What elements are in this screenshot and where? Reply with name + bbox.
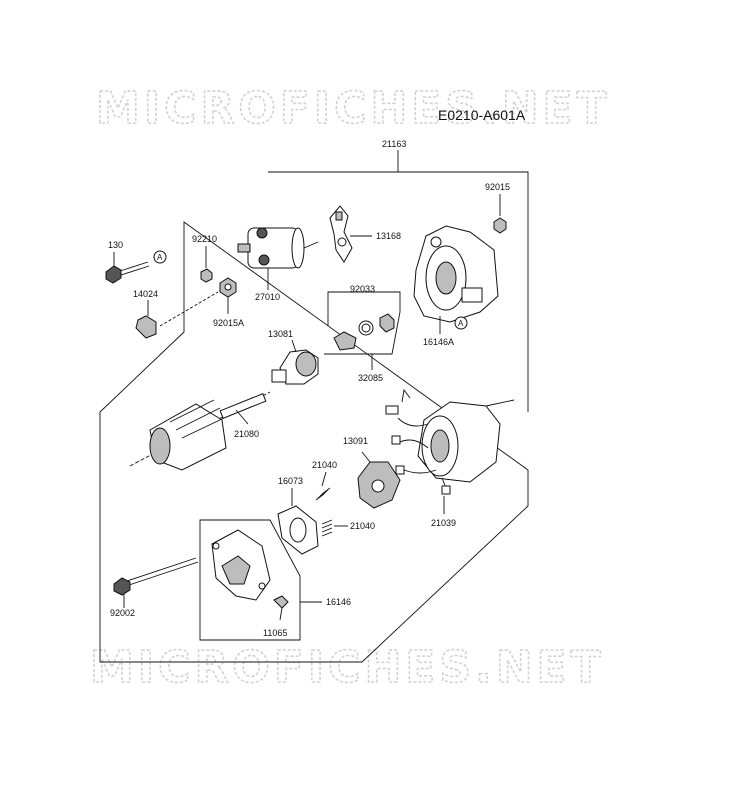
part-label-32085: 32085 xyxy=(358,373,383,383)
part-label-16146A: 16146A xyxy=(423,337,454,347)
part-label-27010: 27010 xyxy=(255,292,280,302)
ref-marker-a-right: A xyxy=(454,316,468,330)
part-label-21040-lower: 21040 xyxy=(350,521,375,531)
diagram-code: E0210-A601A xyxy=(438,107,526,123)
part-label-13081: 13081 xyxy=(268,329,293,339)
field-wiring xyxy=(385,388,451,495)
nut-92210 xyxy=(200,268,213,283)
part-label-92015A: 92015A xyxy=(213,318,244,328)
part-label-92210: 92210 xyxy=(192,234,217,244)
housing-16146A xyxy=(413,225,499,323)
washer-92033 xyxy=(358,320,374,336)
watermark-bottom: MICROFICHES.NET xyxy=(90,642,605,693)
solenoid-27010 xyxy=(237,227,319,269)
part-label-11065: 11065 xyxy=(263,628,287,638)
clutch-13081 xyxy=(271,349,319,385)
svg-text:A: A xyxy=(157,253,163,262)
part-label-16073: 16073 xyxy=(278,476,303,486)
axis-line-solenoid xyxy=(159,291,219,327)
leader-21040-upper xyxy=(321,471,327,487)
svg-text:A: A xyxy=(458,319,464,328)
part-label-130: 130 xyxy=(108,240,123,250)
watermark-top: MICROFICHES.NET xyxy=(96,83,611,134)
part-label-14024: 14024 xyxy=(133,289,158,299)
brush-holder-13091 xyxy=(357,461,401,509)
part-label-92033: 92033 xyxy=(350,284,375,294)
ref-marker-a-left: A xyxy=(153,250,167,264)
part-label-21080: 21080 xyxy=(234,429,259,439)
nut-92015 xyxy=(493,217,507,234)
part-label-21163: 21163 xyxy=(382,139,406,149)
screw-130 xyxy=(105,261,150,284)
part-label-13091: 13091 xyxy=(343,436,368,446)
part-label-92015: 92015 xyxy=(485,182,510,192)
part-label-16146: 16146 xyxy=(326,597,351,607)
nut-32085 xyxy=(379,313,395,333)
plate-16073 xyxy=(277,505,319,555)
bracket-16146 xyxy=(199,519,301,641)
leader-13081 xyxy=(291,339,297,353)
part-label-21040-upper: 21040 xyxy=(312,460,337,470)
leader-21080 xyxy=(235,409,249,425)
spring-21040-lower xyxy=(321,519,333,537)
boot-14024 xyxy=(135,315,157,339)
spring-21040-upper xyxy=(315,487,331,501)
assembly-outline xyxy=(99,171,529,663)
bolt-92002 xyxy=(113,557,199,596)
bracket-32085 xyxy=(324,291,401,355)
holder-32085 xyxy=(333,331,357,351)
armature-21080 xyxy=(129,391,271,471)
nut-92015A xyxy=(219,277,237,298)
part-label-13168: 13168 xyxy=(376,231,401,241)
end-cover-16146 xyxy=(211,529,271,601)
screw-11065 xyxy=(273,595,289,621)
lever-13168 xyxy=(329,205,353,263)
leader-13091 xyxy=(361,451,371,463)
part-label-92002: 92002 xyxy=(110,608,135,618)
part-label-21039: 21039 xyxy=(431,518,456,528)
yoke-21039 xyxy=(417,399,515,483)
